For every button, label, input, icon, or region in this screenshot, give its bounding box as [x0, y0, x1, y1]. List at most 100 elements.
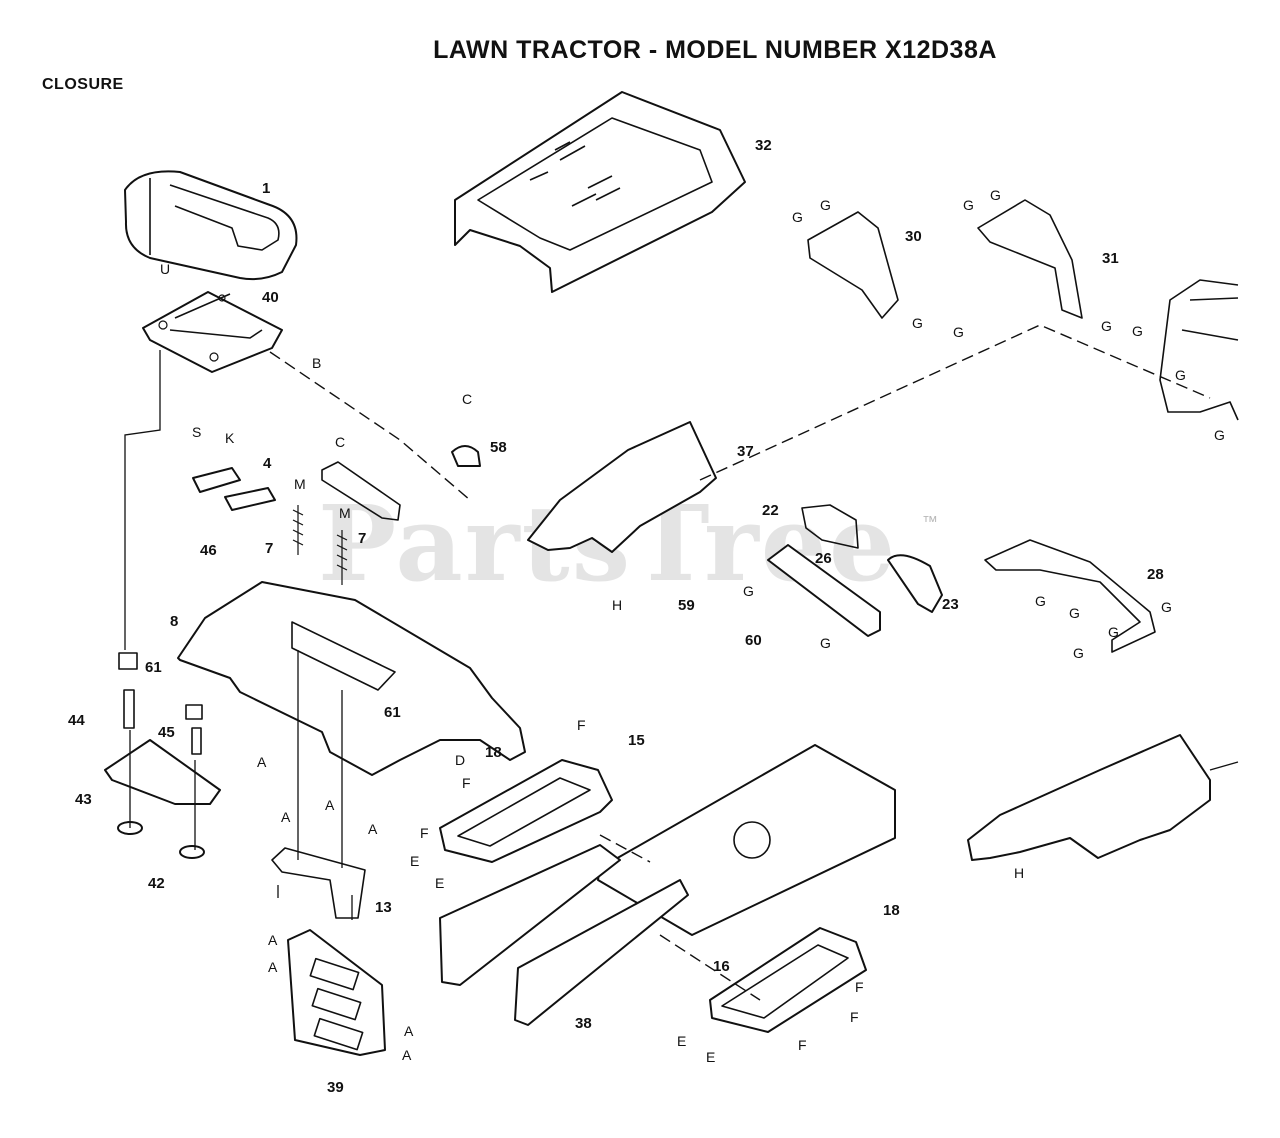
ref-letter-E: E [706, 1049, 715, 1065]
callout-37: 37 [737, 443, 754, 460]
ref-letter-G: G [1108, 624, 1119, 640]
part-left-footrest [439, 759, 613, 863]
ref-letter-G: G [820, 197, 831, 213]
ref-letter-F: F [798, 1037, 807, 1053]
callout-38: 38 [575, 1015, 592, 1032]
ref-letter-G: G [953, 324, 964, 340]
part-mounts [118, 652, 203, 755]
callout-18: 18 [883, 902, 900, 919]
ref-letter-S: S [192, 424, 201, 440]
ref-letter-G: G [1073, 645, 1084, 661]
ref-letter-G: G [743, 583, 754, 599]
callout-31: 31 [1102, 250, 1119, 267]
callout-42: 42 [148, 875, 165, 892]
part-grille [287, 929, 386, 1056]
part-seat [124, 170, 298, 281]
part-rail [984, 539, 1156, 653]
part-bracket-13 [271, 847, 366, 919]
callout-18: 18 [485, 744, 502, 761]
callout-7: 7 [265, 540, 273, 557]
part-brackets [807, 199, 1083, 319]
ref-letter-U: U [160, 261, 170, 277]
ref-letter-A: A [404, 1023, 414, 1039]
callout-28: 28 [1147, 566, 1164, 583]
callout-46: 46 [200, 542, 217, 559]
part-fender [177, 581, 526, 776]
ref-letter-M: M [339, 505, 351, 521]
callout-22: 22 [762, 502, 779, 519]
ref-letter-H: H [1014, 865, 1024, 881]
ref-letter-F: F [420, 825, 429, 841]
part-rear-fender-edge [1159, 279, 1239, 421]
leader-lines [124, 324, 1239, 1001]
ref-letter-A: A [368, 821, 378, 837]
ref-letter-G: G [792, 209, 803, 225]
ref-letter-G: G [1214, 427, 1225, 443]
ref-letter-B: B [312, 355, 321, 371]
ref-letter-F: F [577, 717, 586, 733]
part-22-26-23 [767, 504, 943, 637]
ref-letter-G: G [912, 315, 923, 331]
callout-1: 1 [262, 180, 270, 197]
part-seat-pan [142, 291, 283, 373]
ref-letter-A: A [281, 809, 291, 825]
ref-letter-G: G [1035, 593, 1046, 609]
callout-40: 40 [262, 289, 279, 306]
ref-letter-E: E [410, 853, 419, 869]
ref-letter-A: A [268, 932, 278, 948]
part-hood [454, 91, 746, 293]
part-bracket-4 [321, 461, 401, 521]
ref-letter-E: E [677, 1033, 686, 1049]
callout-32: 32 [755, 137, 772, 154]
page-title: LAWN TRACTOR - MODEL NUMBER X12D38A [433, 36, 997, 64]
watermark-trademark: ™ [922, 514, 938, 531]
callout-23: 23 [942, 596, 959, 613]
ref-letter-H: H [612, 597, 622, 613]
callout-4: 4 [263, 455, 272, 472]
callout-15: 15 [628, 732, 645, 749]
ref-letter-G: G [820, 635, 831, 651]
callout-61: 61 [145, 659, 162, 676]
ref-letter-A: A [402, 1047, 412, 1063]
ref-letter-D: D [455, 752, 465, 768]
ref-letter-C: C [462, 391, 472, 407]
ref-letter-E: E [435, 875, 444, 891]
callout-43: 43 [75, 791, 92, 808]
part-plate [104, 739, 221, 805]
part-feet [117, 821, 205, 859]
part-right-footrest [709, 927, 867, 1033]
callout-44: 44 [68, 712, 85, 729]
section-label: CLOSURE [42, 76, 124, 93]
callout-13: 13 [375, 899, 392, 916]
part-frame [439, 744, 896, 1026]
part-clip [451, 445, 481, 467]
ref-letter-F: F [855, 979, 864, 995]
callout-16: 16 [713, 958, 730, 975]
callout-26: 26 [815, 550, 832, 567]
ref-letter-M: M [294, 476, 306, 492]
ref-letter-G: G [990, 187, 1001, 203]
ref-letter-A: A [325, 797, 335, 813]
part-dash-panel [527, 421, 717, 553]
ref-letter-F: F [462, 775, 471, 791]
ref-letter-G: G [963, 197, 974, 213]
part-running-board [967, 734, 1211, 861]
ref-letter-A: A [257, 754, 267, 770]
ref-letter-G: G [1175, 367, 1186, 383]
callout-30: 30 [905, 228, 922, 245]
ref-letter-A: A [268, 959, 278, 975]
part-pads [192, 467, 276, 511]
ref-letter-G: G [1069, 605, 1080, 621]
part-springs [292, 505, 348, 585]
callout-45: 45 [158, 724, 175, 741]
ref-letter-K: K [225, 430, 235, 446]
callout-7: 7 [358, 530, 366, 547]
callout-59: 59 [678, 597, 695, 614]
callout-8: 8 [170, 613, 178, 630]
ref-letter-G: G [1101, 318, 1112, 334]
ref-letter-C: C [335, 434, 345, 450]
ref-letter-G: G [1132, 323, 1143, 339]
callout-60: 60 [745, 632, 762, 649]
callout-39: 39 [327, 1079, 344, 1096]
